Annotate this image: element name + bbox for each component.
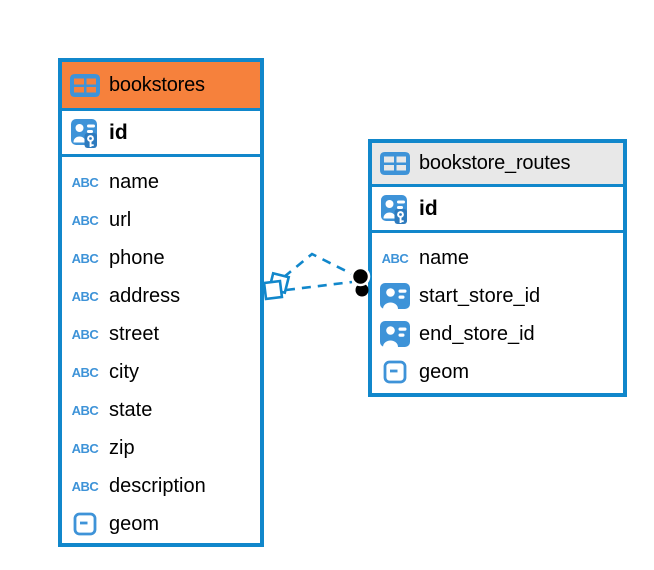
- columns-section: ABC name start_store_id: [372, 233, 623, 393]
- table-icon: [379, 152, 411, 175]
- column-name: state: [109, 398, 153, 421]
- text-type-icon: ABC: [71, 478, 99, 494]
- table-icon: [69, 73, 101, 97]
- relationship-line-upper[interactable]: [283, 252, 353, 279]
- column-row[interactable]: ABC name: [62, 163, 260, 201]
- column-row[interactable]: ABC name: [372, 239, 623, 277]
- primary-key-name: id: [109, 120, 128, 144]
- column-row[interactable]: ABC street: [62, 315, 260, 353]
- column-name: geom: [419, 360, 470, 383]
- column-row[interactable]: ABC zip: [62, 429, 260, 467]
- geometry-type-icon: [379, 360, 411, 384]
- column-name: name: [419, 246, 470, 269]
- text-type-icon: ABC: [71, 288, 99, 304]
- primary-key-row[interactable]: id: [372, 187, 623, 230]
- column-row[interactable]: ABC url: [62, 201, 260, 239]
- primary-key-row[interactable]: id: [62, 111, 260, 154]
- text-type-icon: ABC: [71, 364, 99, 380]
- text-type-icon: ABC: [71, 174, 99, 190]
- reference-type-icon: [379, 321, 411, 347]
- relationship-connector[interactable]: [262, 252, 371, 301]
- text-type-icon: ABC: [71, 250, 99, 266]
- text-type-icon: ABC: [381, 250, 409, 266]
- geometry-type-icon: [69, 512, 101, 536]
- header-separator: [62, 108, 260, 111]
- column-name: geom: [109, 512, 160, 535]
- table-name: bookstores: [109, 73, 205, 96]
- reference-type-icon: [379, 283, 411, 309]
- text-type-icon: ABC: [71, 326, 99, 342]
- column-name: description: [109, 474, 206, 497]
- column-name: end_store_id: [419, 322, 535, 345]
- table-bookstores[interactable]: bookstores id: [58, 58, 264, 547]
- column-name: zip: [109, 436, 135, 459]
- column-name: url: [109, 208, 132, 231]
- text-type-icon: ABC: [71, 440, 99, 456]
- header-separator: [372, 184, 623, 187]
- pk-separator: [372, 230, 623, 233]
- column-name: address: [109, 284, 181, 307]
- column-row[interactable]: start_store_id: [372, 277, 623, 315]
- table-bookstore-routes[interactable]: bookstore_routes id: [368, 139, 627, 397]
- columns-section: ABC name ABC url ABC phone ABC address A…: [62, 157, 260, 543]
- column-row[interactable]: geom: [62, 505, 260, 543]
- column-row[interactable]: end_store_id: [372, 315, 623, 353]
- primary-key-icon: [379, 194, 411, 224]
- relationship-line-lower[interactable]: [285, 280, 353, 292]
- column-row[interactable]: ABC phone: [62, 239, 260, 277]
- primary-key-name: id: [419, 196, 438, 220]
- column-name: start_store_id: [419, 284, 541, 307]
- text-type-icon: ABC: [71, 402, 99, 418]
- column-row[interactable]: ABC city: [62, 353, 260, 391]
- table-header-bookstores[interactable]: bookstores: [62, 62, 260, 108]
- table-name: bookstore_routes: [419, 152, 571, 174]
- many-end-diamond-handle[interactable]: [262, 271, 291, 301]
- column-row[interactable]: ABC description: [62, 467, 260, 505]
- primary-key-icon: [69, 118, 101, 148]
- column-row[interactable]: ABC state: [62, 391, 260, 429]
- column-row[interactable]: ABC address: [62, 277, 260, 315]
- column-name: phone: [109, 246, 165, 269]
- column-row[interactable]: geom: [372, 353, 623, 391]
- table-header-bookstore-routes[interactable]: bookstore_routes: [372, 143, 623, 184]
- column-name: street: [109, 322, 160, 345]
- column-name: city: [109, 360, 139, 383]
- column-name: name: [109, 170, 160, 193]
- text-type-icon: ABC: [71, 212, 99, 228]
- one-end-circle-handle[interactable]: [350, 266, 371, 297]
- pk-separator: [62, 154, 260, 157]
